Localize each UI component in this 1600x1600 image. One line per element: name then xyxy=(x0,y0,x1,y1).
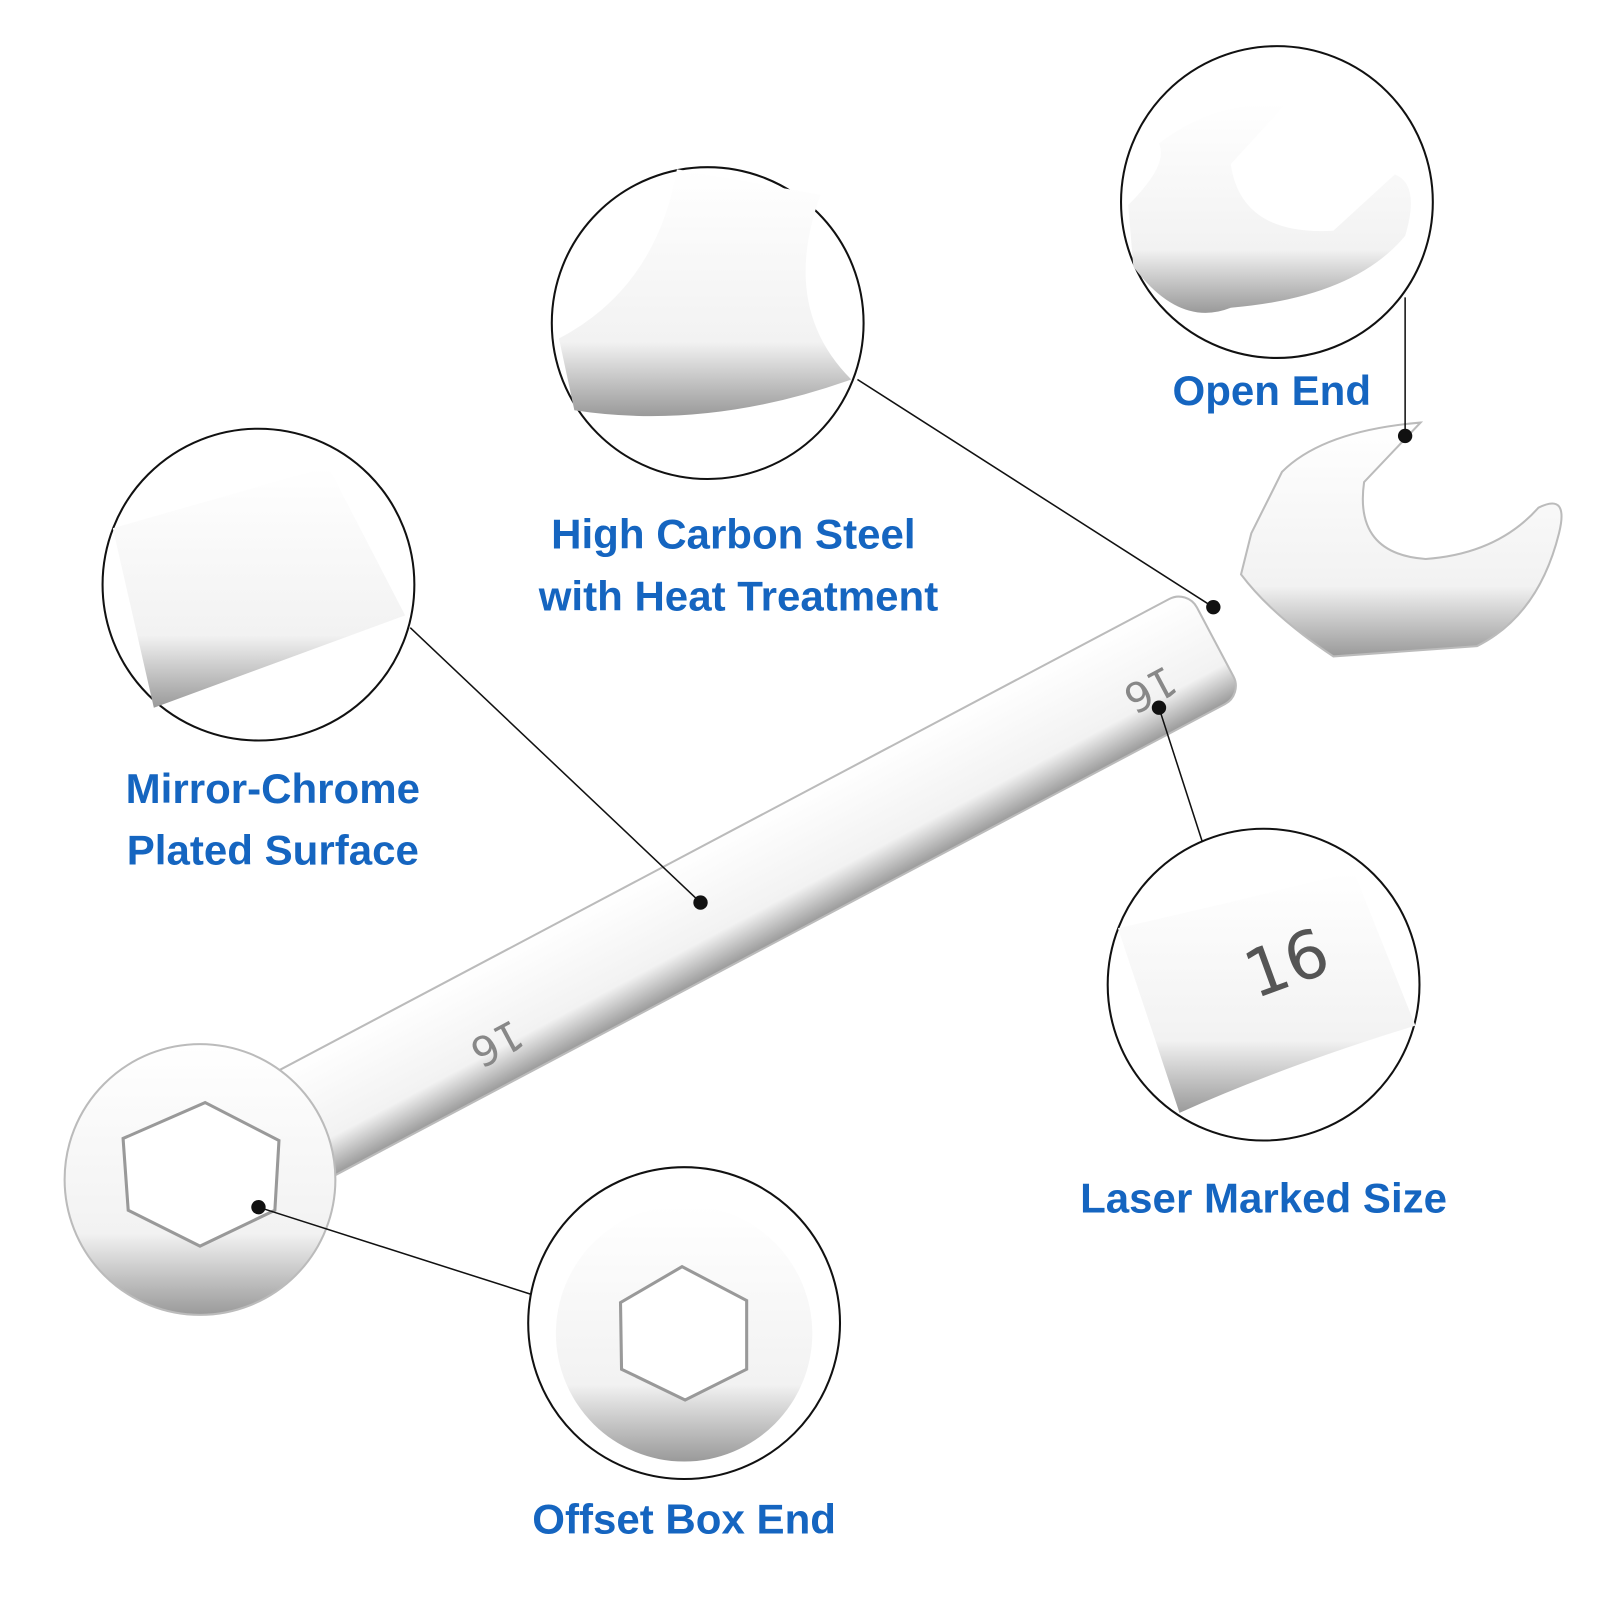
leader-lines xyxy=(258,297,1406,1296)
detail-chrome xyxy=(101,427,416,742)
label-open-end: Open End xyxy=(1173,367,1372,414)
label-steel-line1: High Carbon Steel xyxy=(551,511,915,558)
label-chrome-line2: Plated Surface xyxy=(127,827,419,874)
label-steel-line2: with Heat Treatment xyxy=(538,572,939,619)
detail-box-end xyxy=(527,1166,842,1480)
detail-laser-mark: 16 xyxy=(1106,827,1421,1142)
label-chrome-line1: Mirror-Chrome xyxy=(126,765,420,812)
label-laser: Laser Marked Size xyxy=(1080,1174,1447,1221)
detail-steel xyxy=(550,166,865,480)
hex-hole-icon xyxy=(121,1100,281,1248)
detail-open-end xyxy=(1120,45,1434,359)
wrench: 16 16 xyxy=(63,421,1563,1316)
open-end-head xyxy=(1239,421,1563,658)
callout-dots xyxy=(251,428,1413,1215)
label-box-end: Offset Box End xyxy=(532,1495,836,1542)
